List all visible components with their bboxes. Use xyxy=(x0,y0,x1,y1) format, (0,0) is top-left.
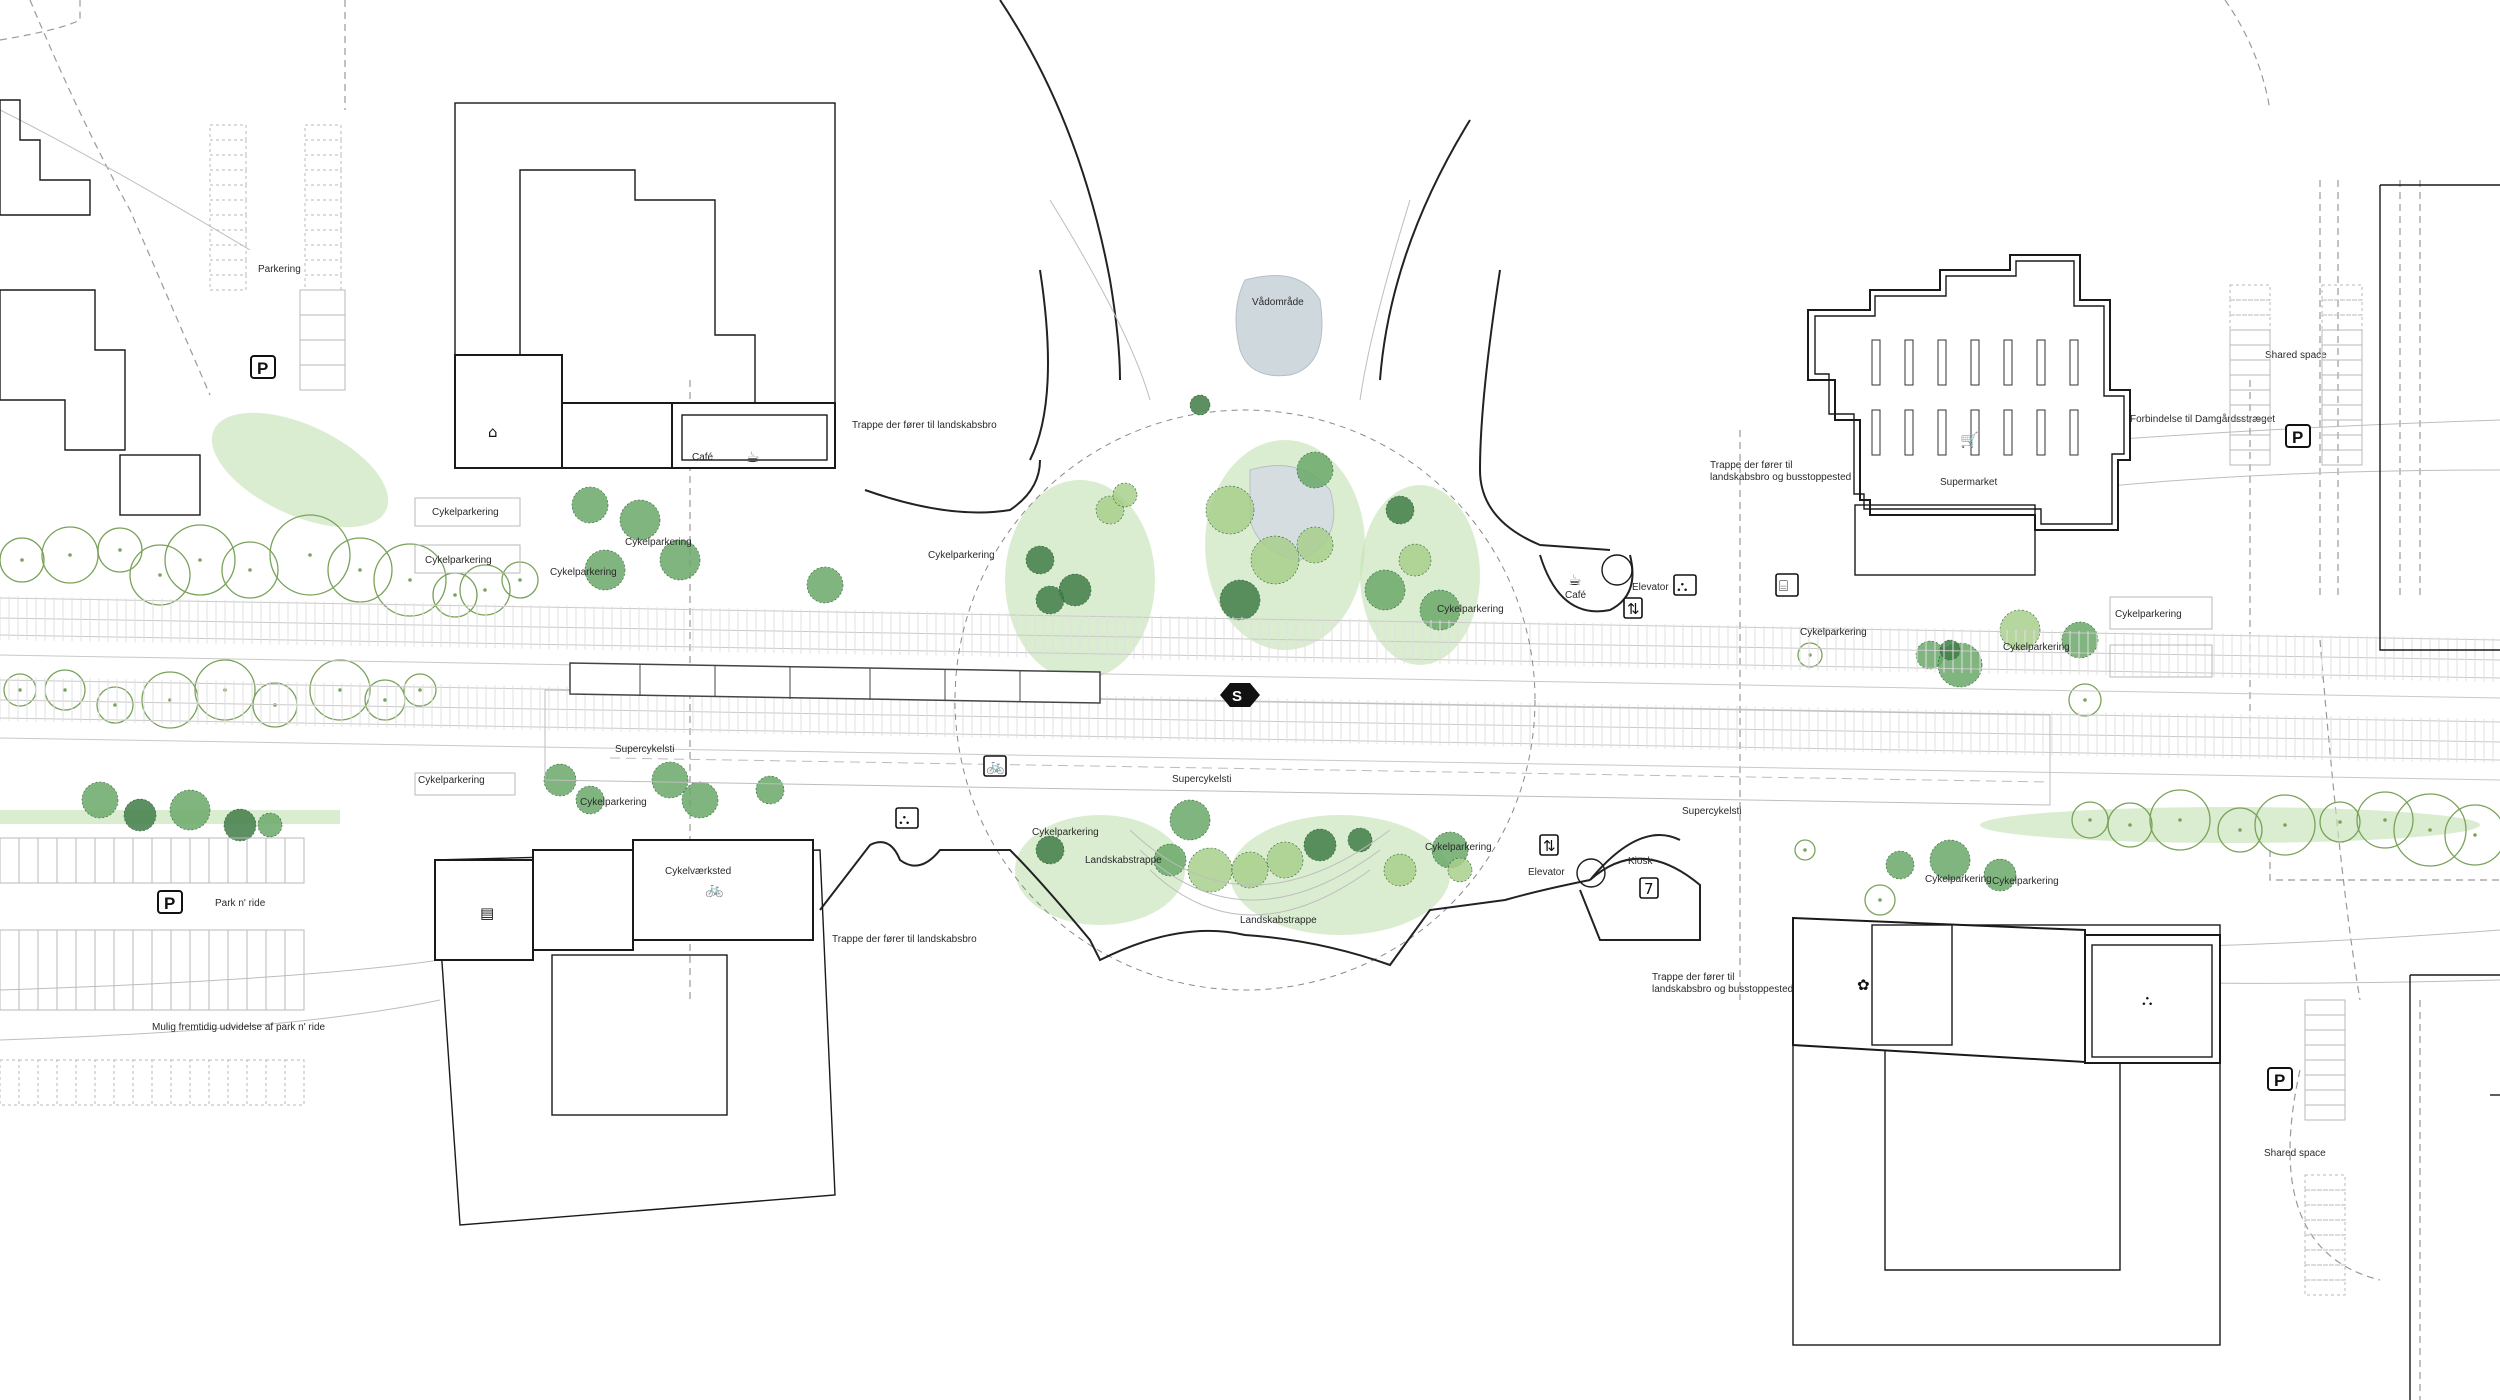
train xyxy=(569,662,1101,704)
label-cykelparkering-4: Cykelparkering xyxy=(625,537,692,548)
label-cafe-left: Café xyxy=(692,452,714,463)
label-vadomrade: Vådområde xyxy=(1252,296,1304,308)
label-kiosk: Kiosk xyxy=(1628,856,1653,867)
label-forbindelse: Forbindelse til Damgårdsstræget xyxy=(2130,413,2275,425)
label-cykelparkering-9: Cykelparkering xyxy=(1425,842,1492,853)
bicycle-icon: 🚲 xyxy=(705,880,724,898)
cafe-pavilion-right xyxy=(1539,554,1634,613)
label-cykelparkering-3: Cykelparkering xyxy=(550,567,617,578)
label-trappe-bottom-right-2: landskabsbro og busstoppested xyxy=(1652,984,1793,995)
svg-text:P: P xyxy=(2292,428,2303,447)
label-cykelparkering-7: Cykelparkering xyxy=(580,797,647,808)
playground-icon: ⛬ xyxy=(1673,574,1697,596)
bike-parking-strips-top-left xyxy=(414,497,521,574)
label-park-n-ride: Park n' ride xyxy=(215,898,266,909)
label-shared-space-bottom: Shared space xyxy=(2264,1148,2326,1159)
svg-text:⇅: ⇅ xyxy=(1543,837,1556,855)
building-bottom-right xyxy=(1792,916,2221,1346)
kiosk-7-icon: 7 xyxy=(1639,877,1659,899)
label-trappe-bottom-right-1: Trappe der fører til xyxy=(1652,972,1734,983)
supermarket-building xyxy=(1807,254,2131,576)
label-supercykelsti-3: Supercykelsti xyxy=(1682,806,1741,817)
building-top-left xyxy=(454,102,836,469)
label-elevator-bottom: Elevator xyxy=(1528,867,1565,878)
label-cykelvaerksted: Cykelværksted xyxy=(665,866,731,877)
clothes-hanger-icon: ⌂ xyxy=(488,423,498,441)
label-cafe-right: Café xyxy=(1565,590,1587,601)
parking-icon-right-top: P xyxy=(2285,424,2311,448)
label-cykelparkering-5: Cykelparkering xyxy=(928,550,995,561)
label-trappe-bottom-left: Trappe der fører til landskabsbro xyxy=(832,934,977,945)
svg-text:⌸: ⌸ xyxy=(1779,577,1788,595)
parking-stalls-right xyxy=(2229,284,2363,1296)
label-trappe-top-right-1: Trappe der fører til xyxy=(1710,460,1792,471)
parking-stalls-park-n-ride xyxy=(0,837,305,1106)
label-landskabstrappe-1: Landskabstrappe xyxy=(1085,855,1162,866)
playground-icon-left: ⛬ xyxy=(895,807,919,829)
platform xyxy=(544,689,2051,806)
label-supercykelsti-2: Supercykelsti xyxy=(1172,774,1231,785)
label-supercykelsti-1: Supercykelsti xyxy=(615,744,674,755)
shopping-cart-icon: 🛒 xyxy=(1960,431,1979,449)
stairs-icon: ⌸ xyxy=(1775,573,1799,597)
tree-row-outlines xyxy=(0,514,2500,916)
building-bottom-left xyxy=(434,839,836,1226)
label-cykelparkering-11: Cykelparkering xyxy=(1992,876,2059,887)
s-train-station-icon: S xyxy=(1220,683,1260,707)
label-cykelparkering-10: Cykelparkering xyxy=(1925,874,1992,885)
label-trappe-top-left: Trappe der fører til landskabsbro xyxy=(852,420,997,431)
residential-blocks-left xyxy=(0,99,201,516)
elevator-icon: ⇅ xyxy=(1623,597,1643,619)
parking-icon-right-bottom: P xyxy=(2267,1067,2293,1091)
svg-text:P: P xyxy=(257,359,268,378)
svg-text:P: P xyxy=(164,894,175,913)
elevator-icon-bottom: ⇅ xyxy=(1539,834,1559,856)
buildings-far-right xyxy=(2379,184,2500,1400)
wetland-water xyxy=(1235,275,1323,377)
svg-text:⛬: ⛬ xyxy=(1677,577,1688,595)
label-shared-space-top: Shared space xyxy=(2265,350,2327,361)
label-parkering: Parkering xyxy=(258,264,301,275)
station-plaza-outline xyxy=(954,409,1536,991)
parking-icon-park-n-ride: P xyxy=(157,890,183,914)
svg-text:S: S xyxy=(1232,688,1242,705)
label-mulig-udvidelse: Mulig fremtidig udvidelse af park n' rid… xyxy=(152,1022,326,1033)
library-icon: ▤ xyxy=(480,904,494,922)
parking-icon: P xyxy=(250,355,276,379)
label-cykelparkering-8: Cykelparkering xyxy=(1032,827,1099,838)
parking-stalls-top-left xyxy=(209,124,346,391)
coffee-cup-icon: ☕ xyxy=(746,448,759,466)
playground-icon-bottom: ⛬ xyxy=(2142,991,2153,1009)
kiosk-pavilion xyxy=(1576,834,1681,888)
svg-text:⛬: ⛬ xyxy=(899,810,910,828)
lower-plaza-edges xyxy=(819,829,1701,967)
label-cykelparkering-1: Cykelparkering xyxy=(432,507,499,518)
label-cykelparkering-13: Cykelparkering xyxy=(1800,627,1867,638)
svg-text:P: P xyxy=(2274,1071,2285,1090)
label-supermarket: Supermarket xyxy=(1940,477,1997,488)
label-trappe-top-right-2: landskabsbro og busstoppested xyxy=(1710,472,1851,483)
flower-shop-icon: ✿ xyxy=(1857,976,1870,994)
tree-clusters xyxy=(81,394,2099,893)
svg-text:🚲: 🚲 xyxy=(986,757,1005,775)
label-cykelparkering-6: Cykelparkering xyxy=(418,775,485,786)
svg-text:⇅: ⇅ xyxy=(1627,600,1640,618)
label-cykelparkering-12: Cykelparkering xyxy=(1437,604,1504,615)
bicycle-icon-path: 🚲 xyxy=(983,755,1007,777)
label-elevator-top: Elevator xyxy=(1632,582,1669,593)
coffee-cup-icon-right: ☕ xyxy=(1568,571,1581,589)
label-cykelparkering-14: Cykelparkering xyxy=(2003,642,2070,653)
label-cykelparkering-15: Cykelparkering xyxy=(2115,609,2182,620)
landscape-contours xyxy=(864,0,1611,551)
label-landskabstrappe-2: Landskabstrappe xyxy=(1240,915,1317,926)
label-cykelparkering-2: Cykelparkering xyxy=(425,555,492,566)
svg-text:7: 7 xyxy=(1644,880,1654,898)
